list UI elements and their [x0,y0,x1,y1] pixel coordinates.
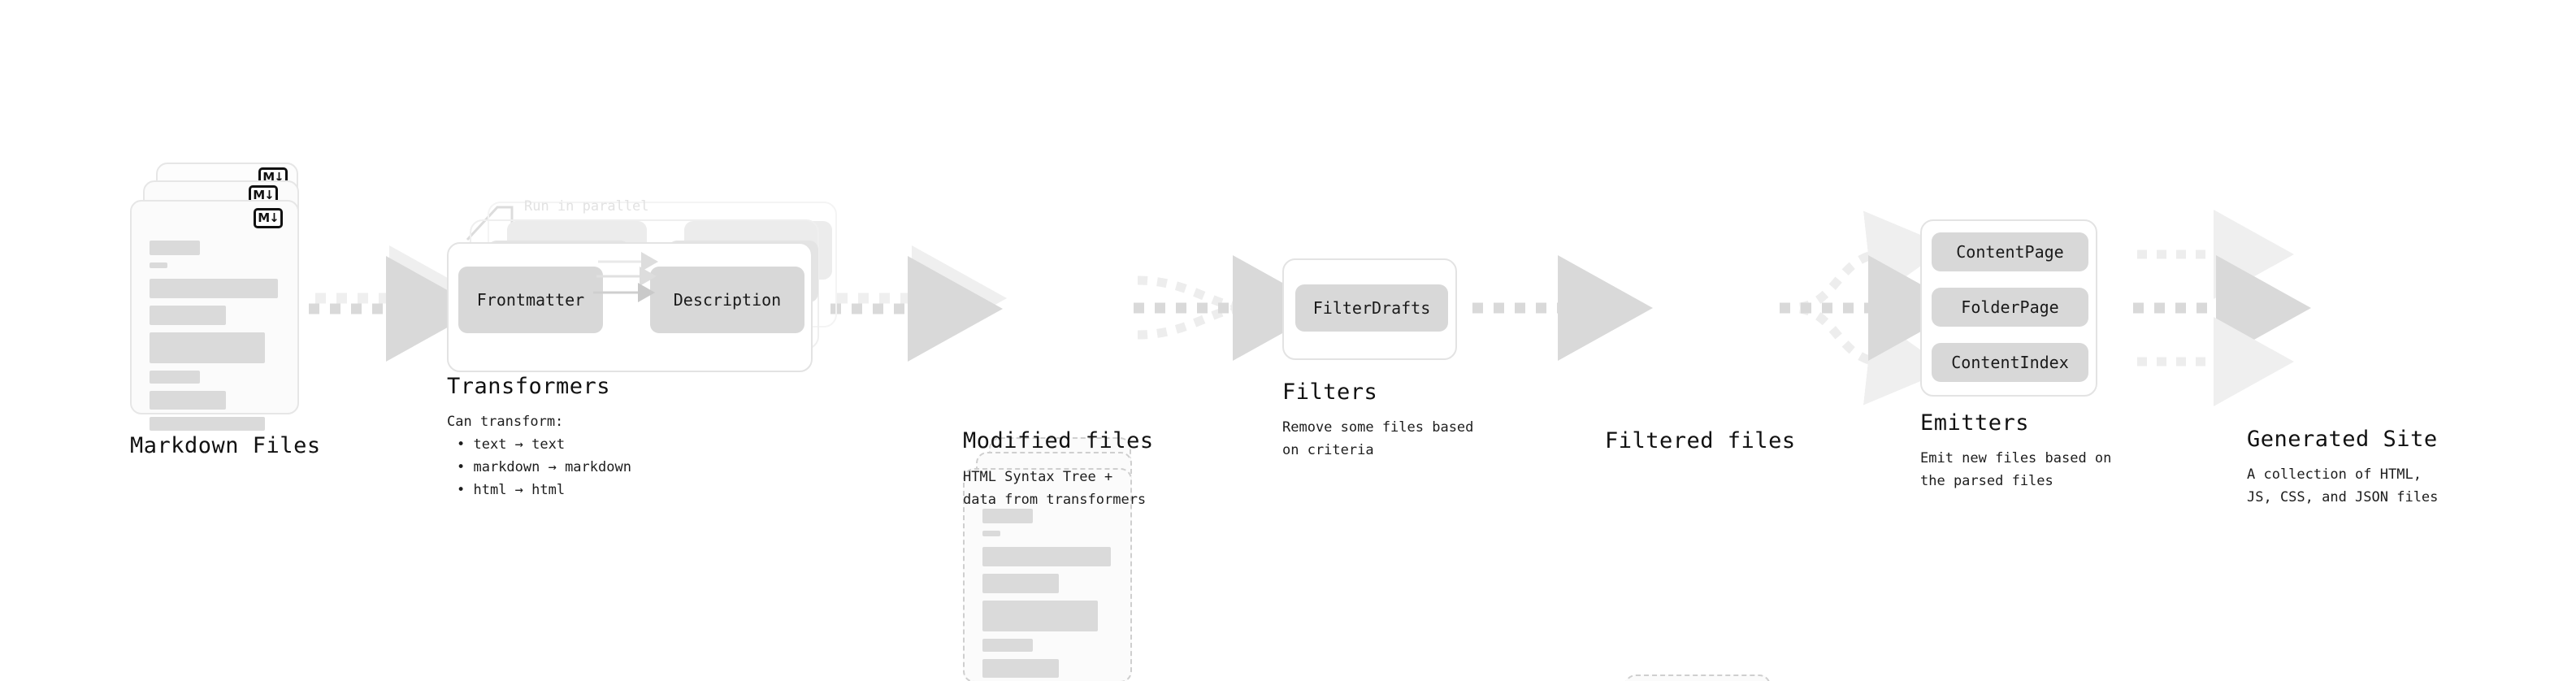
stage-markdown-files: M↓ M↓ M↓ [130,163,325,431]
pill-description[interactable]: Description [650,267,804,333]
stage-transformers: Frontmatter Description [447,202,853,372]
stage-filters: FilterDrafts [1282,258,1461,360]
transformer-box-front[interactable]: Frontmatter Description [447,242,813,372]
stage-filtered-files [1605,674,1800,681]
caption-sub-emitters: Emit new files based on the parsed files [1920,450,2112,490]
caption-title-transformers: Transformers [447,374,611,399]
doc-bar [982,601,1098,631]
pill-filterdrafts[interactable]: FilterDrafts [1295,284,1448,332]
doc-bar [150,241,200,255]
caption-sub-transformers: Can transform: [447,414,564,430]
markdown-card-front [130,200,299,431]
caption-title-markdown-files: Markdown Files [130,433,321,458]
doc-bar [982,531,1000,536]
pill-contentindex[interactable]: ContentIndex [1932,343,2088,382]
list-item: text → text [457,433,631,456]
caption-title-modified-files: Modified files [963,428,1154,453]
pill-contentpage[interactable]: ContentPage [1932,232,2088,271]
transformer-inner-arrows [593,252,658,302]
markdown-card-lines [150,241,281,438]
modified-card-front [963,468,1132,681]
doc-bar [982,547,1111,566]
doc-bar [982,639,1033,652]
doc-bar [982,574,1059,593]
caption-title-generated-site: Generated Site [2247,427,2438,452]
doc-bar [982,509,1033,523]
doc-bar [150,262,167,268]
filters-box[interactable]: FilterDrafts [1282,258,1457,360]
doc-bar [150,279,278,298]
doc-bar [150,391,226,410]
doc-bar [150,306,226,325]
caption-sub-generated-site: A collection of HTML, JS, CSS, and JSON … [2247,466,2439,506]
doc-bar [982,659,1059,678]
doc-bar [150,417,265,431]
run-in-parallel-label: Run in parallel [524,198,649,215]
caption-sub-modified-files: HTML Syntax Tree + data from transformer… [963,469,1147,509]
markdown-badge: M↓ [254,208,283,228]
emitters-box[interactable]: ContentPage FolderPage ContentIndex [1920,219,2097,397]
transformers-bullet-list: text → text markdown → markdown html → h… [457,433,631,501]
arrow-emitters-to-site [2133,210,2311,406]
caption-sub-filters: Remove some files based on criteria [1282,419,1474,459]
arrow-filtered-to-emitters [1780,210,1963,406]
list-item: html → html [457,479,631,501]
arrow-modified-to-filters [1134,255,1328,361]
caption-title-filters: Filters [1282,380,1378,405]
stage-emitters: ContentPage FolderPage ContentIndex [1920,219,2107,397]
doc-bar [150,371,200,384]
stage-modified-files [963,437,1158,681]
doc-bar [150,332,265,363]
filtered-card-back-1 [1624,674,1771,681]
pill-folderpage[interactable]: FolderPage [1932,288,2088,327]
pill-frontmatter[interactable]: Frontmatter [458,267,603,333]
caption-title-filtered-files: Filtered files [1605,428,1796,453]
list-item: markdown → markdown [457,456,631,479]
caption-title-emitters: Emitters [1920,410,2030,436]
modified-card-lines [982,509,1114,681]
